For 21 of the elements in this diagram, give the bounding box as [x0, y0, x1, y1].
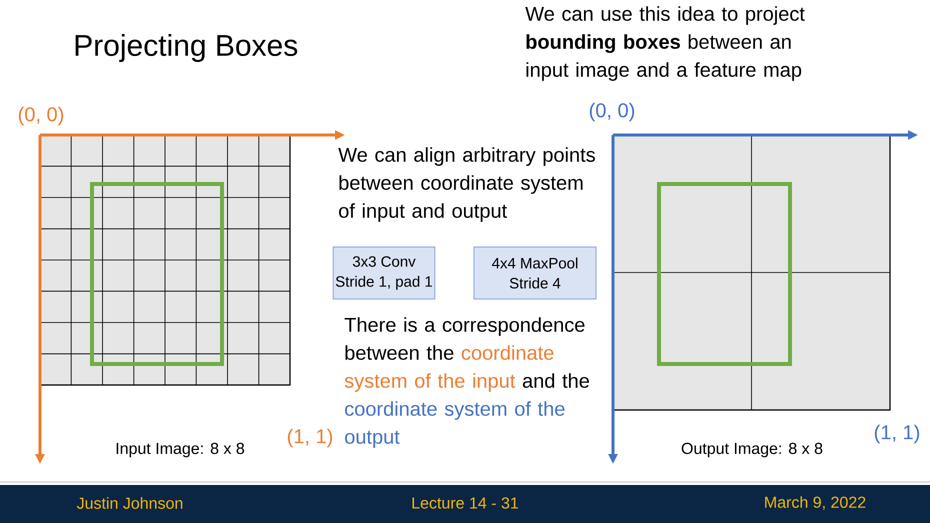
- paragraph: We can align arbitrary points between coordinate system of input and output: [338, 147, 595, 222]
- slide-title: Projecting Boxes: [76, 34, 298, 62]
- image-caption: Output Image: 8 x 8: [682, 442, 822, 458]
- label: coordinate system of the output: [345, 401, 564, 448]
- coordinate-label: (0, 0): [18, 106, 64, 126]
- footer-text: Lecture 14 - 31: [412, 497, 518, 509]
- layer-box: 3x3 Conv Stride 1, pad 1: [332, 246, 436, 300]
- coordinate-label: (1, 1): [288, 428, 332, 448]
- label: between the: [345, 345, 454, 360]
- paragraph: We can use this idea to project bounding boxes between an input image and a feature map: [525, 6, 805, 81]
- label: coordinate: [462, 345, 554, 360]
- paragraph: There is a correspondence between the coordinate system of the input and the coordinate system of the output: [344, 317, 589, 448]
- image-caption: Input Image: 8 x 8: [116, 442, 244, 458]
- label: system of the input: [344, 373, 516, 392]
- label: There is a correspondence: [344, 317, 584, 336]
- label: and the: [522, 373, 589, 388]
- coordinate-label: (1, 1): [874, 424, 920, 444]
- layer-box: 4x4 MaxPool Stride 4: [474, 246, 596, 300]
- footer-text: March 9, 2022: [765, 496, 866, 510]
- coordinate-label: (0, 0): [590, 102, 634, 122]
- footer-text: Justin Johnson: [76, 497, 182, 509]
